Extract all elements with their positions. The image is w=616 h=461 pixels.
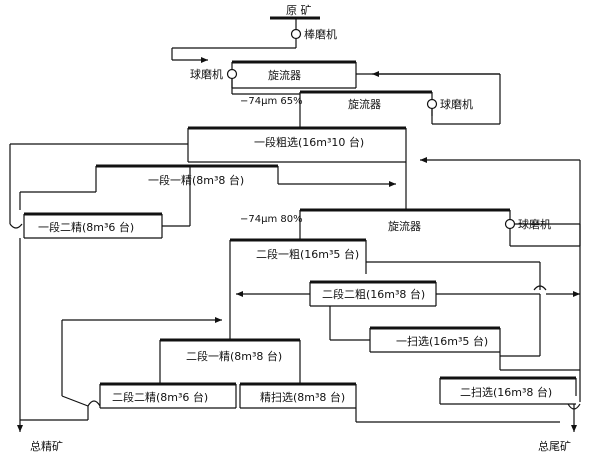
ball-mill-2-label: 球磨机 — [440, 97, 473, 111]
scavenger-1: 一扫选(16m³5 台) — [369, 326, 501, 353]
cyclone-2-label: 旋流器 — [348, 97, 381, 111]
cyclone-1-label: 旋流器 — [268, 68, 301, 82]
ball-mill-3-icon — [504, 218, 516, 230]
rod-mill-label: 棒磨机 — [304, 27, 337, 41]
rougher-1-label: 一段粗选(16m³10 台) — [254, 135, 364, 149]
cleaner-1-1: 一段一精(8m³8 台) — [95, 164, 279, 192]
rougher-2-2: 二段二粗(16m³8 台) — [309, 280, 437, 307]
raw-ore-label: 原 矿 — [286, 4, 312, 17]
cyclone-3: 旋流器 — [299, 208, 511, 236]
rougher-2-2-label: 二段二粗(16m³8 台) — [322, 287, 425, 301]
rougher-2-1-label: 二段一粗(16m³5 台) — [256, 247, 359, 261]
ball-mill-1-label: 球磨机 — [190, 67, 223, 81]
cleaner-scavenger: 精扫选(8m³8 台) — [239, 382, 357, 409]
cyclone-2: 旋流器 — [299, 90, 433, 116]
scavenger-2-label: 二扫选(16m³8 台) — [460, 385, 552, 399]
cleaner-scavenger-label: 精扫选(8m³8 台) — [260, 390, 345, 404]
rougher-2-1: 二段一粗(16m³5 台) — [229, 238, 367, 340]
cyclone-3-label: 旋流器 — [388, 219, 421, 233]
cleaner-1-1-label: 一段一精(8m³8 台) — [148, 173, 244, 187]
cyclone-1: 旋流器 — [231, 60, 357, 89]
grind-65-label: −74μm 65% — [240, 96, 303, 107]
scavenger-2: 二扫选(16m³8 台) — [439, 376, 577, 405]
scavenger-1-label: 一扫选(16m³5 台) — [396, 334, 488, 348]
cleaner-2-2-label: 二段二精(8m³6 台) — [112, 390, 208, 404]
rod-mill-icon — [290, 28, 302, 40]
cleaner-2-1: 二段一精(8m³8 台) — [159, 338, 301, 384]
total-concentrate-label: 总精矿 — [30, 439, 63, 453]
rougher-1: 一段粗选(16m³10 台) — [187, 126, 407, 163]
ball-mill-1-icon — [226, 68, 238, 80]
cleaner-2-1-label: 二段一精(8m³8 台) — [186, 349, 282, 363]
total-tailings-label: 总尾矿 — [538, 439, 571, 453]
grind-80-label: −74μm 80% — [240, 214, 303, 225]
cleaner-2-2: 二段二精(8m³6 台) — [99, 382, 237, 409]
cleaner-1-2-label: 一段二精(8m³6 台) — [38, 220, 134, 234]
cleaner-1-2: 一段二精(8m³6 台) — [23, 212, 163, 239]
ball-mill-2-icon — [426, 98, 438, 110]
